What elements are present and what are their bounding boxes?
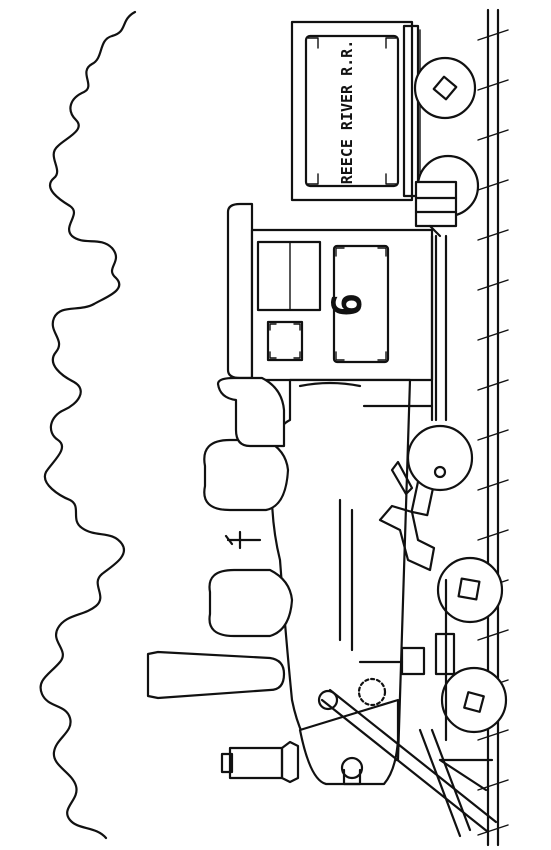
cowcatcher [320,688,498,838]
cab-number: 6 [325,293,371,317]
boiler [203,376,434,762]
tender-sign: REECE RIVER R.R. [338,40,356,185]
cab-steps [414,180,458,422]
driving-wheels [406,424,508,742]
tree-line [39,10,137,840]
smokebox [298,677,400,786]
smokestack [146,650,286,700]
headlight [220,740,300,784]
tender: REECE RIVER R.R. [290,20,420,202]
